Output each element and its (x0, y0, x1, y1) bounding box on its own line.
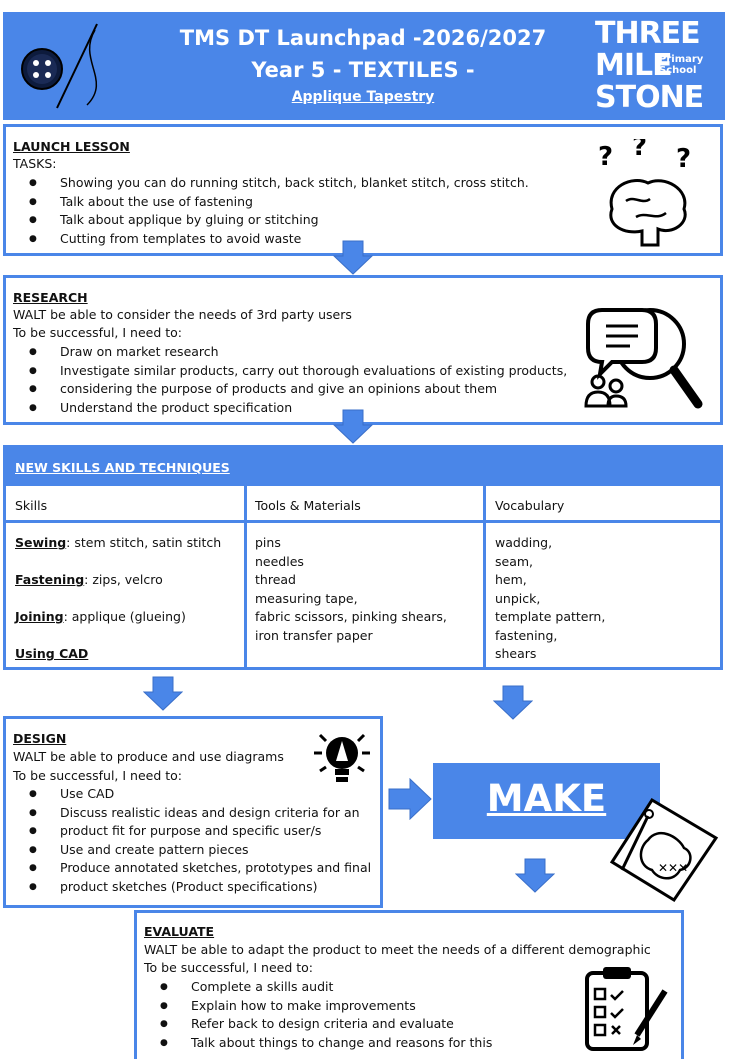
column-divider (483, 486, 486, 667)
list-item: Understand the product specification (13, 399, 567, 418)
research-success: To be successful, I need to: (13, 325, 183, 340)
research-magnifier-icon (584, 308, 703, 409)
page-subtitle: Year 5 - TEXTILES - (251, 58, 475, 82)
design-title: DESIGN (13, 731, 67, 746)
tasks-label: TASKS: (13, 156, 57, 171)
svg-text:✕✕✕: ✕✕✕ (658, 861, 688, 875)
make-box: MAKE (433, 763, 660, 839)
button-needle-icon (21, 23, 98, 109)
list-item: Showing you can do running stitch, back … (13, 174, 529, 193)
skill-item: Sewing: stem stitch, satin stitch (15, 535, 222, 550)
svg-text:?: ? (632, 139, 647, 162)
skills-header: NEW SKILLS AND TECHNIQUES (6, 448, 720, 486)
list-item: Talk about the use of fastening (13, 193, 529, 212)
evaluate-title: EVALUATE (144, 924, 215, 939)
launch-lesson-section: LAUNCH LESSON TASKS: Showing you can do … (3, 124, 723, 256)
design-walt: WALT be able to produce and use diagrams (13, 749, 284, 764)
list-item: Refer back to design criteria and evalua… (144, 1015, 492, 1034)
launch-title: LAUNCH LESSON (13, 139, 130, 154)
logo-line-1: THREE (595, 16, 701, 51)
list-item-continued: product fit for purpose and specific use… (13, 822, 371, 841)
list-item: Investigate similar products, carry out … (13, 362, 567, 381)
svg-text:?: ? (676, 144, 691, 174)
column-divider (244, 486, 247, 667)
list-item-continued: considering the purpose of products and … (13, 380, 567, 399)
sewing-pattern-icon: ✕✕✕ (609, 797, 719, 903)
evaluate-walt: WALT be able to adapt the product to mee… (144, 942, 651, 957)
skill-item: Fastening: zips, velcro (15, 572, 163, 587)
design-success: To be successful, I need to: (13, 768, 183, 783)
logo-line-3: STONE (595, 80, 704, 115)
lightbulb-pencil-icon (314, 733, 370, 782)
logo-line-2: MILE (595, 48, 673, 83)
evaluate-list: Complete a skills audit Explain how to m… (144, 978, 492, 1052)
page-title: TMS DT Launchpad -2026/2027 (179, 26, 547, 50)
skills-table: NEW SKILLS AND TECHNIQUES Skills Tools &… (3, 445, 723, 670)
list-item: Discuss realistic ideas and design crite… (13, 804, 371, 823)
down-arrow-icon (515, 858, 555, 893)
evaluate-section: EVALUATE WALT be able to adapt the produ… (134, 910, 684, 1059)
vocab-item: unpick, (495, 590, 541, 606)
list-item: Use CAD (13, 785, 371, 804)
vocab-item: wadding, (495, 535, 553, 550)
skill-item: Using CAD (15, 646, 89, 661)
list-item: Talk about things to change and reasons … (144, 1034, 492, 1053)
list-item: Produce annotated sketches, prototypes a… (13, 859, 371, 878)
tool-item: fabric scissors, pinking shears, (255, 609, 447, 624)
vocab-item: seam, (495, 553, 534, 569)
list-item: Draw on market research (13, 343, 567, 362)
column-header-vocabulary: Vocabulary (495, 498, 565, 513)
table-divider (6, 520, 720, 523)
right-arrow-icon (388, 778, 432, 820)
tool-item: thread (255, 572, 296, 587)
list-item: Cutting from templates to avoid waste (13, 230, 529, 249)
tools-list: pins needles thread measuring tape, fabr… (255, 534, 447, 645)
list-item: Use and create pattern pieces (13, 841, 371, 860)
down-arrow-icon (143, 676, 183, 711)
skill-item: Joining: applique (glueing) (15, 609, 186, 624)
skills-title: NEW SKILLS AND TECHNIQUES (15, 460, 230, 475)
column-header-skills: Skills (15, 498, 48, 513)
vocab-list: wadding, seam, hem, unpick, template pat… (495, 534, 605, 664)
list-item-continued: product sketches (Product specifications… (13, 878, 371, 897)
design-section: DESIGN WALT be able to produce and use d… (3, 716, 383, 908)
down-arrow-icon (333, 409, 373, 444)
down-arrow-icon (493, 685, 533, 720)
tool-item: measuring tape, (255, 590, 358, 606)
brain-question-icon: ? ? ? (598, 139, 691, 247)
header-banner: TMS DT Launchpad -2026/2027 Year 5 - TEX… (3, 12, 725, 120)
down-arrow-icon (333, 240, 373, 275)
make-label: MAKE (486, 777, 607, 820)
research-section: RESEARCH WALT be able to consider the ne… (3, 275, 723, 425)
design-list: Use CAD Discuss realistic ideas and desi… (13, 785, 371, 896)
vocab-item: template pattern, (495, 609, 606, 624)
tool-item: pins (255, 535, 281, 550)
list-item: Talk about applique by gluing or stitchi… (13, 211, 529, 230)
research-walt: WALT be able to consider the needs of 3r… (13, 307, 352, 322)
tool-item: needles (255, 553, 304, 569)
column-header-tools: Tools & Materials (255, 498, 361, 513)
list-item: Complete a skills audit (144, 978, 492, 997)
vocab-item: fastening, (495, 627, 558, 643)
research-title: RESEARCH (13, 290, 88, 305)
research-list: Draw on market research Investigate simi… (13, 343, 567, 417)
vocab-item: shears (495, 646, 537, 661)
list-item: Explain how to make improvements (144, 997, 492, 1016)
tool-item: iron transfer paper (255, 627, 373, 643)
topic-link[interactable]: Applique Tapestry (291, 89, 435, 105)
checklist-clipboard-icon (585, 967, 668, 1051)
launch-list: Showing you can do running stitch, back … (13, 174, 529, 248)
evaluate-success: To be successful, I need to: (144, 960, 314, 975)
vocab-item: hem, (495, 572, 527, 587)
svg-text:?: ? (598, 142, 613, 172)
